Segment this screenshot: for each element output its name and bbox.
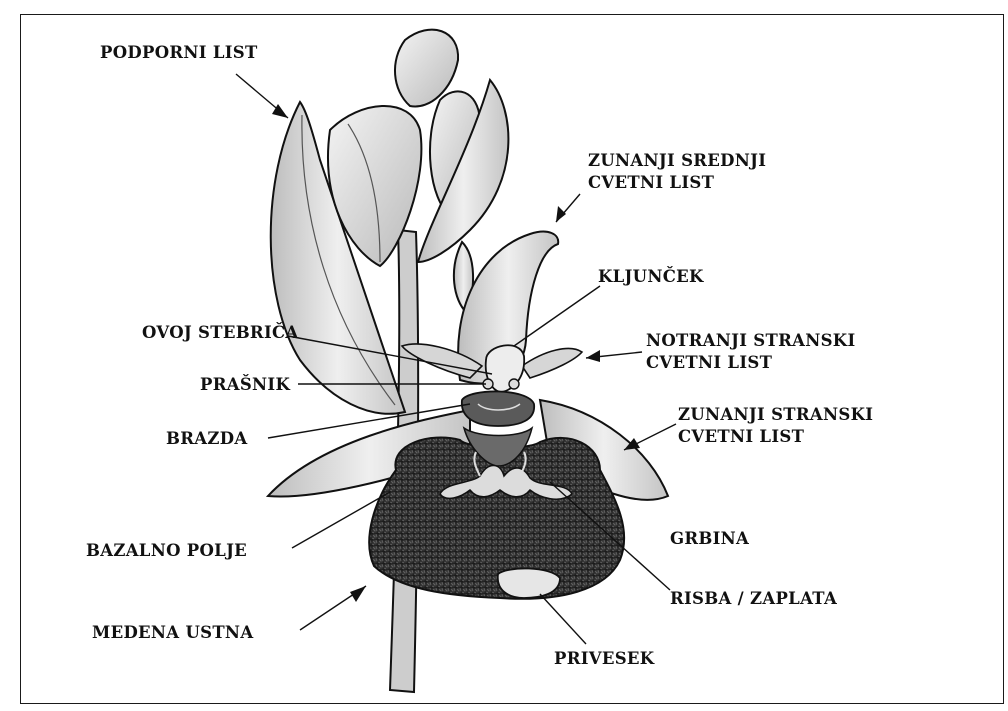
arrow-medena-ustna (350, 586, 366, 602)
label-bazalno-polje: BAZALNO POLJE (86, 540, 247, 561)
label-zunanji-srednji-line2: CVETNI LIST (588, 172, 714, 193)
appendage (498, 568, 560, 598)
label-medena-ustna: MEDENA USTNA (92, 622, 253, 643)
label-notranji-stranski-line2: CVETNI LIST (646, 352, 772, 373)
label-podporni-list: PODPORNI LIST (100, 42, 258, 63)
arrow-notranji-stranski (586, 350, 600, 362)
label-grbina: GRBINA (670, 528, 749, 549)
stigmatic-cavity (462, 391, 534, 426)
anther-right (509, 379, 519, 389)
label-notranji-stranski-line1: NOTRANJI STRANSKI (646, 330, 855, 351)
petal-right (522, 348, 582, 378)
label-prasnik: PRAŠNIK (200, 374, 290, 395)
label-zunanji-srednji-line1: ZUNANJI SREDNJI (588, 150, 766, 171)
label-risba-zaplata: RISBA / ZAPLATA (670, 588, 837, 609)
leader-privesek (540, 594, 586, 644)
label-zunanji-stranski-line1: ZUNANJI STRANSKI (678, 404, 873, 425)
label-privesek: PRIVESEK (554, 648, 654, 669)
label-kljuncek: KLJUNČEK (598, 266, 704, 287)
label-ovoj-stebrica: OVOJ STEBRIČA (142, 322, 299, 343)
label-zunanji-stranski-line2: CVETNI LIST (678, 426, 804, 447)
label-brazda: BRAZDA (166, 428, 247, 449)
arrow-zunanji-srednji (556, 206, 566, 222)
